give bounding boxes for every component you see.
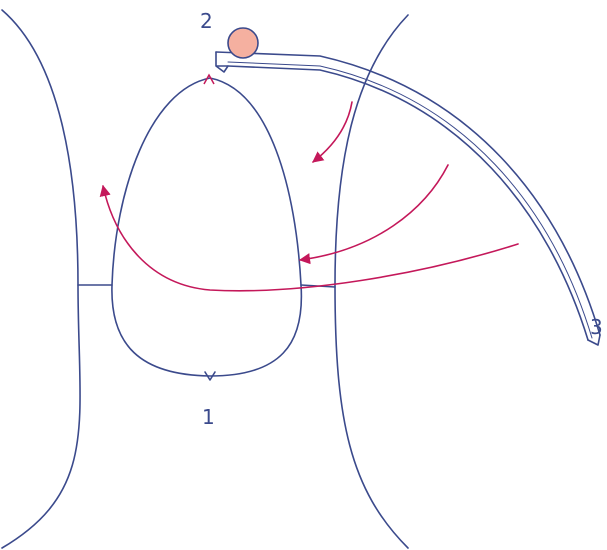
bottom-chevron <box>204 371 216 381</box>
tube-inner-line <box>227 61 593 339</box>
tube-inner-edge <box>227 65 589 341</box>
right-outer-curve <box>334 14 409 549</box>
tube-outer-edge <box>215 51 601 336</box>
label-top: 2 <box>200 9 213 33</box>
tube-start-bracket <box>215 51 229 73</box>
flow-arrow-top <box>312 101 353 163</box>
marker-circle <box>227 27 259 59</box>
flow-arrow-middle <box>298 164 449 265</box>
left-outer-curve <box>1 9 81 549</box>
label-bottom: 1 <box>202 405 215 429</box>
top-chevron <box>203 73 215 85</box>
tube-tip <box>587 334 601 346</box>
label-right: 3 <box>590 315 603 339</box>
central-loop <box>111 77 303 377</box>
flow-arrow-long <box>99 184 519 292</box>
